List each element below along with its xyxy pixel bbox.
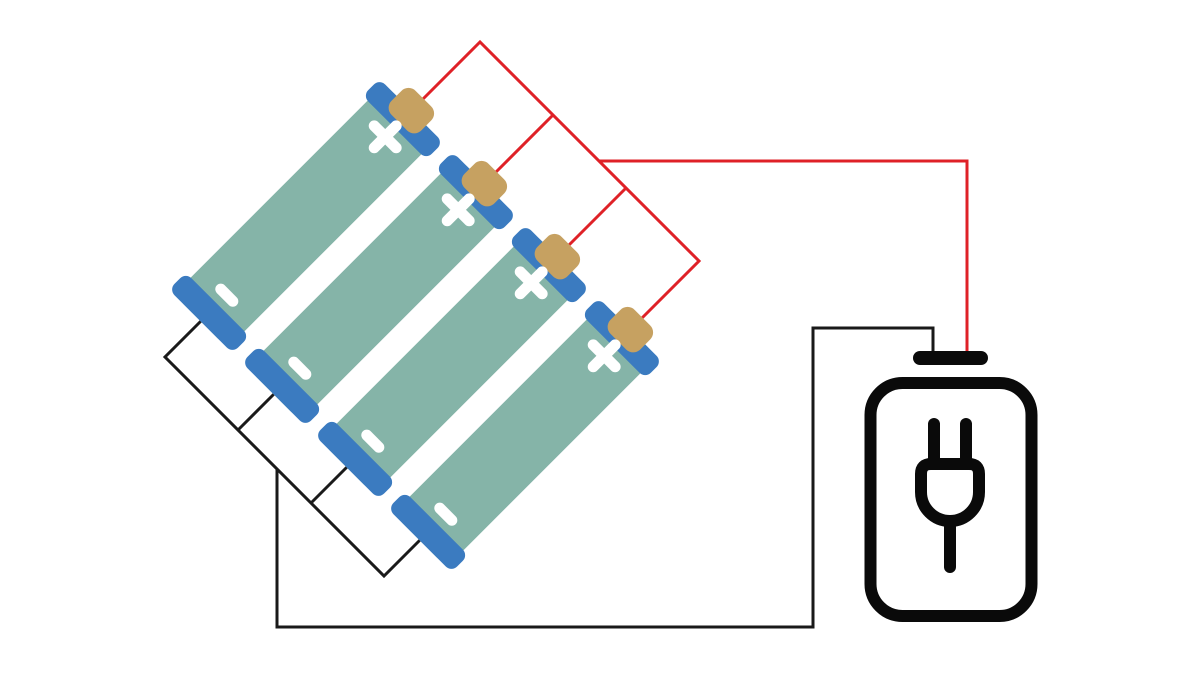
battery-negative-cap: [391, 494, 466, 569]
battery-body: [179, 89, 433, 343]
positive-bus-wire: [421, 39, 702, 320]
battery-3: [318, 228, 586, 496]
positive-stub-battery-2: [494, 113, 555, 174]
negative-mark: [288, 356, 312, 380]
positive-mark-vbar: [368, 120, 402, 154]
positive-mark: [368, 120, 402, 154]
positive-stub-battery-3: [567, 186, 628, 247]
battery-1: [172, 82, 440, 350]
battery-body: [252, 162, 506, 416]
battery-negative-cap: [172, 275, 247, 350]
battery-body: [398, 308, 652, 562]
battery-4: [391, 301, 659, 569]
positive-feed-wire: [599, 159, 969, 352]
positive-mark-vbar: [514, 266, 548, 300]
negative-mark: [361, 429, 385, 453]
positive-wires: [421, 39, 969, 352]
battery-negative-cap: [245, 348, 320, 423]
positive-mark: [441, 193, 475, 227]
battery-negative-cap: [318, 421, 393, 496]
plug-icon: [915, 418, 985, 573]
battery-2: [245, 155, 513, 423]
negative-mark: [434, 502, 458, 526]
battery-body: [325, 235, 579, 489]
charging-device: [864, 351, 1038, 622]
negative-mark: [215, 283, 239, 307]
negative-bus-wire: [162, 319, 422, 579]
negative-wires: [162, 319, 935, 629]
negative-feed-wire: [275, 326, 935, 629]
positive-mark: [514, 266, 548, 300]
positive-mark-vbar: [587, 339, 621, 373]
positive-mark: [587, 339, 621, 373]
plug-bowl: [915, 458, 985, 527]
device-terminal-bar: [913, 351, 988, 365]
negative-stub-battery-3: [309, 465, 349, 505]
positive-mark-vbar: [441, 193, 475, 227]
negative-stub-battery-2: [236, 392, 276, 432]
